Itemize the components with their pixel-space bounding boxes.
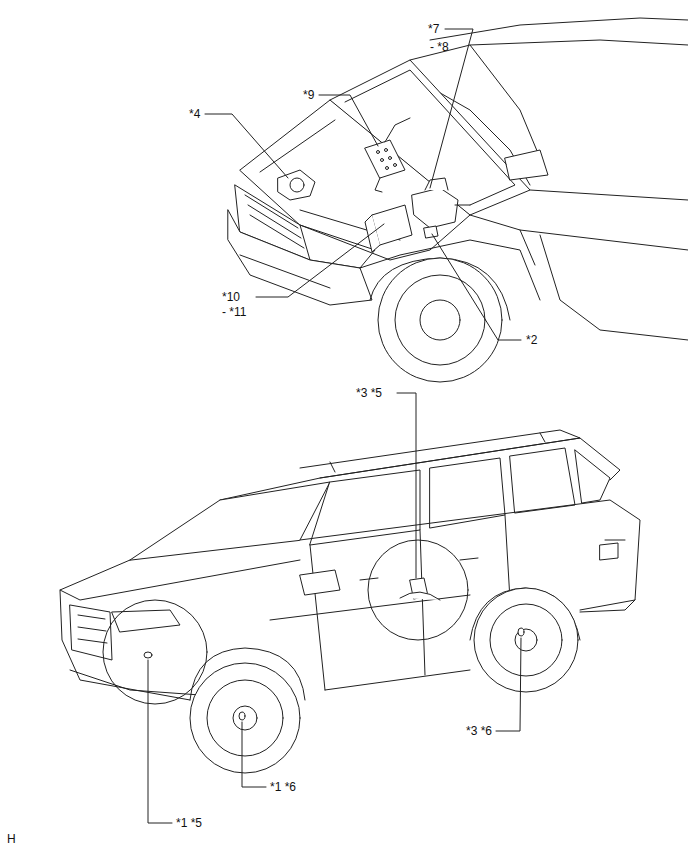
callout-number: *3 *5	[356, 386, 382, 400]
callout-number: *4	[189, 107, 200, 121]
leader-lines	[205, 29, 521, 340]
leader-lines	[148, 393, 521, 823]
callout-number: - *8	[430, 40, 449, 54]
callout-number: *3 *6	[466, 724, 492, 738]
callout-number: *1 *6	[270, 780, 296, 794]
callout-number: - *11	[222, 305, 246, 319]
figure-code: H	[7, 832, 16, 846]
upper-vehicle	[228, 18, 688, 382]
callout-number: *2	[526, 333, 537, 347]
lower-vehicle	[60, 430, 640, 773]
callout-number: *10	[222, 290, 240, 304]
callout-number: *1 *5	[176, 816, 202, 830]
callout-number: *9	[303, 88, 314, 102]
callout-number: *7	[428, 22, 439, 36]
